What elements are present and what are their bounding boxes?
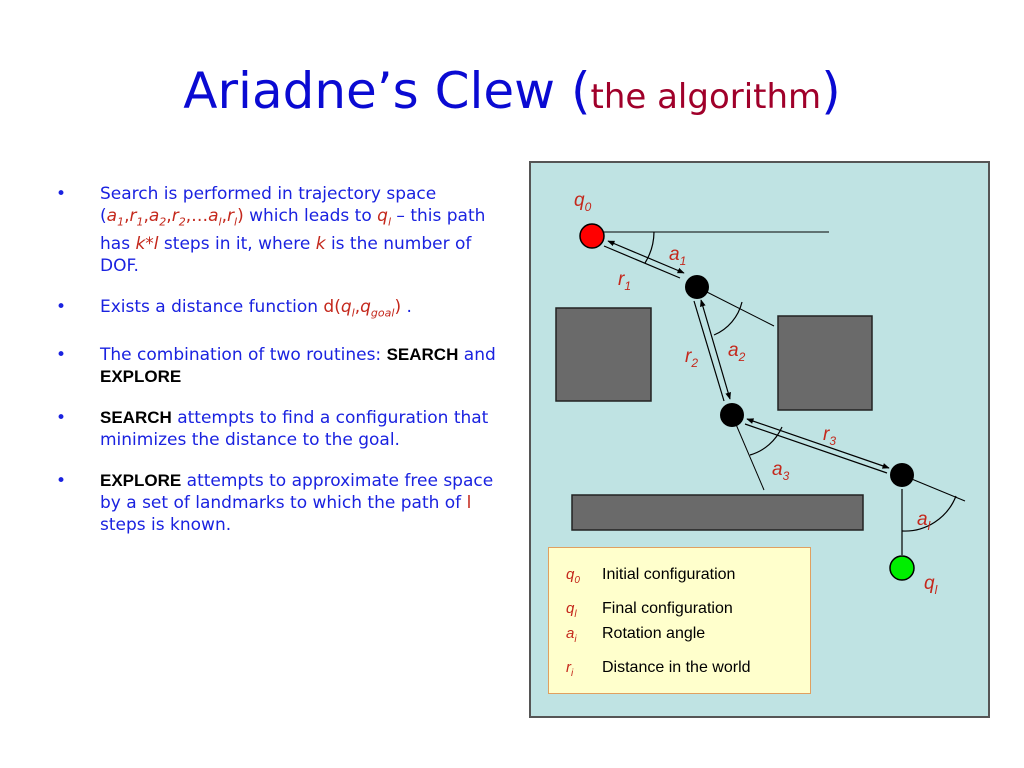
segment-r3-arrow bbox=[746, 418, 890, 469]
node-q0 bbox=[579, 223, 605, 249]
bullet-dot: • bbox=[56, 407, 67, 428]
obstacle-left bbox=[555, 307, 652, 402]
reference-line-2 bbox=[731, 414, 765, 491]
bullet-explore: • EXPLORE attempts to approximate free s… bbox=[56, 470, 494, 535]
bullet-dot: • bbox=[56, 297, 67, 318]
label-ql: ql bbox=[924, 573, 938, 597]
node-3 bbox=[890, 463, 914, 487]
diagram-canvas bbox=[555, 223, 966, 581]
node-1 bbox=[685, 275, 709, 299]
obstacle-right bbox=[777, 315, 873, 411]
bullet-dot: • bbox=[56, 184, 67, 204]
angle-arc-a3 bbox=[749, 426, 783, 456]
bullet-search: • SEARCH attempts to find a configuratio… bbox=[56, 407, 489, 450]
title-subtitle: the algorithm bbox=[590, 77, 822, 117]
segment-r2-arrow bbox=[700, 299, 731, 400]
label-al: al bbox=[917, 509, 931, 533]
node-2 bbox=[720, 403, 744, 427]
label-a1: a1 bbox=[669, 244, 687, 268]
label-r1: r1 bbox=[618, 269, 632, 293]
segment-r3 bbox=[744, 423, 888, 474]
label-r2: r2 bbox=[685, 346, 699, 370]
label-a3: a3 bbox=[772, 459, 790, 483]
label-r3: r3 bbox=[823, 424, 837, 448]
node-ql bbox=[889, 555, 915, 581]
slide-title: Ariadne’s Clew (the algorithm) bbox=[0, 62, 1024, 120]
angle-arc-a2 bbox=[713, 301, 743, 336]
obstacle-bottom bbox=[571, 494, 864, 531]
label-q0: q0 bbox=[574, 190, 592, 214]
bullet-routines: • The combination of two routines: SEARC… bbox=[56, 344, 496, 386]
angle-arc-al bbox=[901, 495, 957, 532]
bullet-trajectory: • Search is performed in trajectory spac… bbox=[56, 184, 486, 277]
bullet-distance-function: • Exists a distance function d(ql,qgoal)… bbox=[56, 297, 412, 320]
title-close: ) bbox=[821, 62, 841, 120]
bullet-dot: • bbox=[56, 470, 67, 491]
label-a2: a2 bbox=[728, 340, 746, 364]
reference-line-1 bbox=[696, 286, 775, 327]
angle-arc-a1 bbox=[644, 231, 655, 264]
segment-r1-arrow bbox=[607, 240, 685, 274]
bullet-dot: • bbox=[56, 344, 67, 365]
segment-r2 bbox=[693, 300, 725, 402]
bullet-list: • Search is performed in trajectory spac… bbox=[56, 183, 506, 555]
title-main: Ariadne’s Clew ( bbox=[183, 62, 591, 120]
